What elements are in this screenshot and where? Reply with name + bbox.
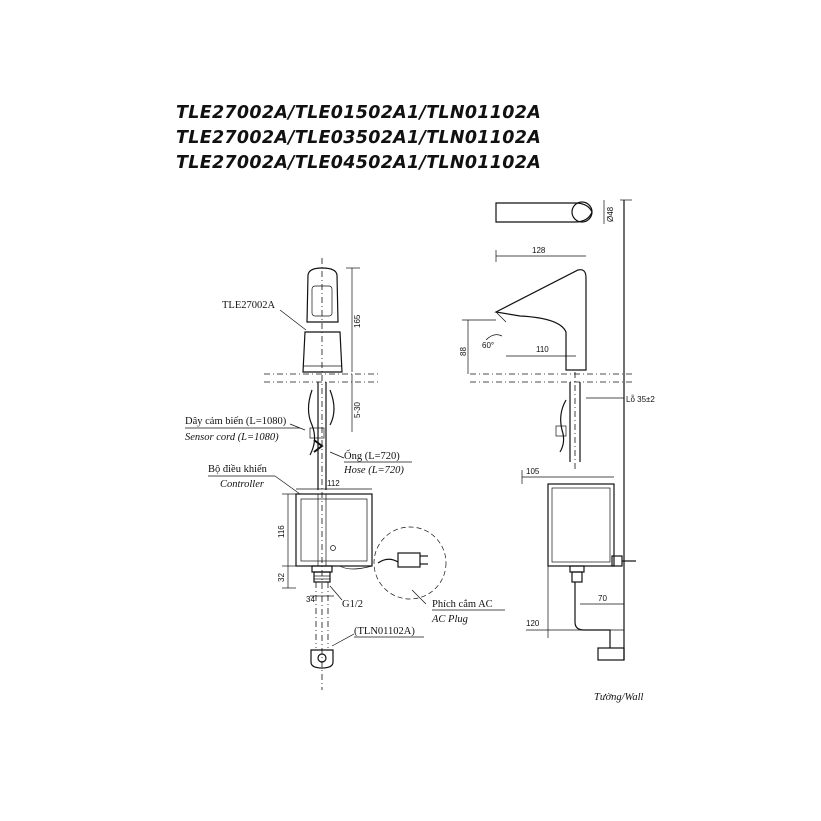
- dim-112-label: 112: [327, 479, 340, 488]
- ac-plug-leader: [411, 589, 427, 605]
- hole-label: Lỗ 35±2: [626, 395, 655, 404]
- trap-body: [310, 649, 334, 669]
- plan-spout: [495, 202, 593, 223]
- title-line-3: TLE27002A/TLE04502A1/TLN01102A: [176, 153, 542, 173]
- side-cord-clip: [555, 425, 567, 437]
- trap-label: (TLN01102A): [354, 626, 415, 637]
- thread-leader: [329, 585, 343, 601]
- ac-plug-callout: [373, 526, 447, 600]
- faucet-head: [306, 267, 339, 323]
- ac-to-controller: [339, 565, 373, 570]
- side-controller-box: [547, 483, 615, 567]
- dim-32-label: 32: [277, 573, 286, 582]
- ac-plug-body: [397, 552, 421, 568]
- title-line-2: TLE27002A/TLE03502A1/TLN01102A: [176, 128, 542, 148]
- side-cord: [559, 399, 567, 453]
- side-view: Ø48 128 88 110 60° Lỗ 35±2: [459, 199, 655, 703]
- trap-cap: [317, 653, 327, 663]
- hose-leader: [329, 451, 345, 459]
- controller-indicator: [330, 545, 336, 551]
- angle-label: 60°: [482, 341, 494, 350]
- controller-label-vi: Bộ điều khiển: [208, 464, 268, 475]
- sensor-cord-leader: [289, 423, 306, 431]
- dim-110-label: 110: [536, 345, 549, 354]
- plan-base-circle: [571, 201, 593, 223]
- ac-plug-label-vi: Phích cắm AC: [432, 599, 493, 610]
- hose-label-vi: Ống (L=720): [344, 449, 400, 462]
- side-trap: [597, 647, 625, 661]
- dim-128-label: 128: [532, 246, 546, 255]
- dim-48-label: Ø48: [606, 206, 615, 222]
- cord-connector: [313, 439, 324, 453]
- outlet-fitting: [313, 571, 331, 583]
- dim-116-label: 116: [277, 525, 286, 538]
- side-outlet-fitting: [571, 571, 583, 583]
- side-outlet-nut: [569, 565, 585, 573]
- hose-label-en: Hose (L=720): [343, 465, 404, 476]
- dim-120-label: 120: [526, 619, 540, 628]
- controller-box: [295, 493, 373, 567]
- ac-cord: [377, 558, 399, 564]
- sensor-cord-label-vi: Dây cảm biến (L=1080): [185, 416, 287, 427]
- dim-165-label: 165: [353, 314, 362, 328]
- title-line-1: TLE27002A/TLE01502A1/TLN01102A: [176, 103, 542, 123]
- dim-34-label: 34: [306, 595, 315, 604]
- controller-label-en: Controller: [220, 479, 265, 490]
- dim-105-label: 105: [526, 467, 540, 476]
- spout-tip: [495, 311, 507, 323]
- dim-88-label: 88: [459, 347, 468, 356]
- cord-clip: [309, 427, 325, 439]
- angle-arc: [485, 334, 503, 341]
- hose-path: [329, 389, 335, 426]
- ac-plug-label-en: AC Plug: [431, 614, 468, 625]
- sensor-cord-path: [307, 389, 316, 456]
- side-controller-inner: [551, 487, 611, 563]
- dim-70-label: 70: [598, 594, 607, 603]
- side-drain-to-wall: [574, 621, 611, 648]
- sensor-cord-label-en: Sensor cord (L=1080): [185, 432, 279, 443]
- trap-leader: [331, 633, 355, 647]
- faucet-model-label: TLE27002A: [222, 300, 275, 311]
- controller-inner: [300, 498, 368, 562]
- thread-label: G1/2: [342, 599, 363, 610]
- spout-profile: [494, 269, 587, 371]
- controller-leader: [274, 475, 301, 495]
- dim-5-30-label: 5-30: [353, 401, 362, 418]
- sensor-window: [311, 285, 333, 317]
- front-view: TLE27002A 165 5-30 Dây cảm biến (L=1080)…: [185, 258, 505, 690]
- faucet-model-leader: [279, 309, 307, 331]
- faucet-body: [302, 331, 343, 373]
- wall-label: Tường/Wall: [594, 692, 644, 703]
